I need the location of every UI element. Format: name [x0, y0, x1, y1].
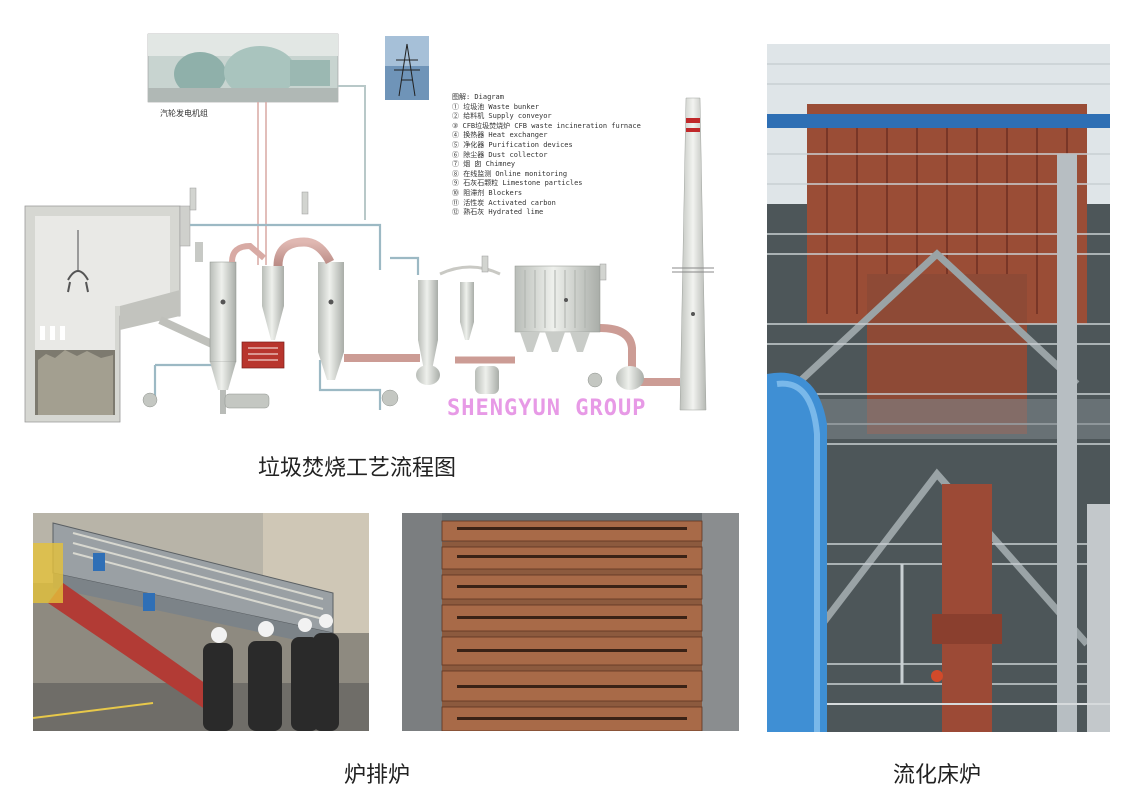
waste-bunker	[24, 205, 181, 423]
grate-furnace-photo-1	[33, 513, 369, 731]
purifier-column	[318, 262, 344, 380]
legend-item: ⑥ 除尘器 Dust collector	[452, 150, 548, 159]
legend-title: 图解: Diagram	[452, 93, 504, 101]
grate-furnace-caption: 炉排炉	[344, 763, 411, 788]
power-tower-photo	[385, 36, 429, 100]
grate-furnace-photo-2	[402, 513, 739, 731]
fluidized-bed-caption: 流化床炉	[893, 763, 982, 788]
process-flow-diagram	[20, 30, 720, 440]
legend-item: ⑦ 烟 囱 Chimney	[452, 160, 516, 169]
legend-item: ② 给料机 Supply conveyor	[452, 112, 552, 121]
legend-item: ④ 换热器 Heat exchanger	[452, 131, 548, 140]
legend-item: ⑫ 熟石灰 Hydrated lime	[452, 208, 544, 217]
flue-duct	[229, 237, 680, 386]
cyclone-separator	[262, 266, 284, 340]
legend-item: ③ CFB垃圾焚烧炉 CFB waste incineration furnac…	[452, 121, 641, 130]
induced-fan	[616, 366, 644, 390]
limestone-silo	[460, 282, 499, 394]
turbine-generator-photo	[147, 33, 339, 103]
diagram-legend: 图解: Diagram ① 垃圾池 Waste bunker ② 给料机 Sup…	[452, 93, 641, 218]
turbine-generator-label: 汽轮发电机组	[160, 109, 208, 118]
reaction-tower	[416, 280, 440, 385]
dust-collector	[514, 265, 601, 352]
legend-item: ① 垃圾池 Waste bunker	[452, 102, 540, 111]
watermark: SHENGYUN GROUP	[447, 396, 647, 421]
flow-diagram-svg	[24, 33, 714, 423]
cfb-furnace	[195, 242, 237, 414]
chimney	[672, 97, 714, 411]
legend-item: ⑪ 活性炭 Activated carbon	[452, 198, 556, 207]
fluidized-bed-furnace-photo	[767, 44, 1110, 732]
legend-item: ⑤ 净化器 Purification devices	[452, 140, 573, 149]
diagram-caption: 垃圾焚烧工艺流程图	[258, 456, 457, 481]
legend-item: ⑧ 在线监测 Online monitoring	[452, 169, 568, 178]
legend-item: ⑩ 阻滞剂 Blockers	[452, 188, 523, 197]
legend-item: ⑨ 石灰石颗粒 Limestone particles	[452, 179, 583, 188]
heat-exchanger-red	[241, 341, 285, 369]
